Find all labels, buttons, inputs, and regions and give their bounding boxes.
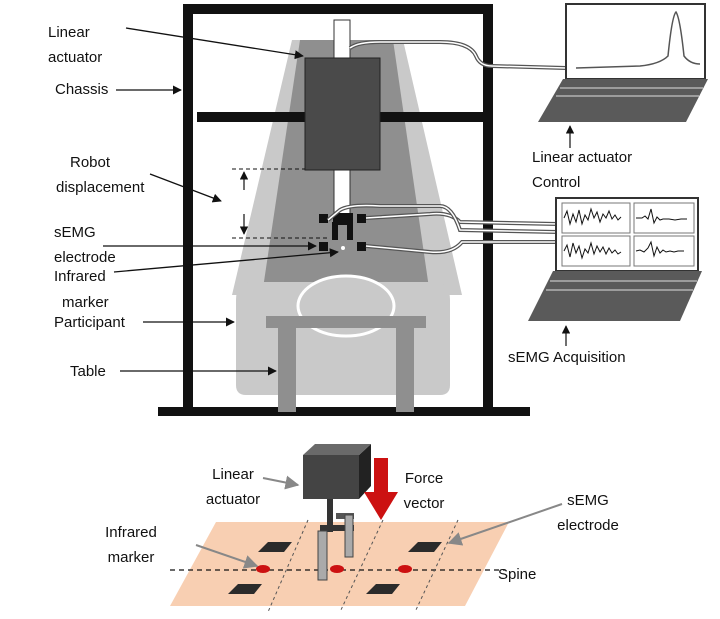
chassis-left-post	[183, 4, 193, 411]
emg-signal	[563, 241, 622, 260]
pointer-detail-actuator	[262, 475, 300, 490]
infrared-marker-icon	[398, 565, 412, 573]
electrode-icon	[366, 584, 400, 594]
electrode-icon	[357, 214, 366, 223]
label-semg-acquisition: sEMG Acquisition	[508, 349, 626, 366]
infrared-marker-icon	[330, 565, 344, 573]
detail-actuator-arm	[327, 499, 333, 532]
label-participant: Participant	[54, 314, 125, 331]
probe-leg-left	[332, 222, 338, 240]
pointer-infrared-marker	[113, 248, 339, 273]
force-vector-arrow	[364, 458, 398, 520]
pointer-linear-actuator	[125, 27, 304, 60]
acquisition-laptop-base	[528, 271, 702, 321]
detail-probe-leg	[344, 514, 354, 558]
detail-actuator-top	[303, 444, 371, 455]
chassis-top-beam	[183, 4, 493, 14]
pointer-detail-infrared	[195, 544, 259, 569]
guide-dashed-line	[267, 519, 309, 613]
infrared-marker-icon	[256, 565, 270, 573]
detail-probe-leg	[317, 530, 328, 581]
label-table: Table	[70, 363, 106, 380]
emg-signal	[563, 207, 622, 226]
label-chassis: Chassis	[55, 81, 109, 98]
table-leg-left	[278, 326, 296, 412]
probe-leg-right	[347, 222, 353, 240]
detail-probe-bar	[320, 525, 354, 531]
actuator-box	[304, 57, 381, 171]
electrode-icon	[408, 542, 442, 552]
back-skin-patch	[170, 522, 509, 606]
guide-dashed-line	[339, 519, 384, 613]
detail-actuator-side	[359, 444, 371, 499]
infrared-marker-dot	[341, 246, 345, 250]
electrode-icon	[357, 242, 366, 251]
table-top	[266, 316, 426, 328]
electrode-icon	[319, 242, 328, 251]
detail-actuator-box	[303, 455, 359, 499]
emg-signal	[635, 240, 684, 258]
detail-label-spine: Spine	[498, 566, 537, 583]
electrode-icon	[228, 584, 262, 594]
electrode-icon	[258, 542, 292, 552]
emg-signal	[636, 208, 687, 225]
guide-dashed-line	[414, 519, 459, 613]
control-laptop-base	[538, 79, 708, 122]
pointer-detail-semg	[447, 503, 563, 546]
table-leg-right	[396, 326, 414, 412]
chassis-base	[158, 407, 530, 416]
control-signal-trace	[575, 10, 701, 69]
pointer-robot-displacement	[149, 173, 222, 203]
chassis-right-post	[483, 4, 493, 411]
electrode-icon	[319, 214, 328, 223]
